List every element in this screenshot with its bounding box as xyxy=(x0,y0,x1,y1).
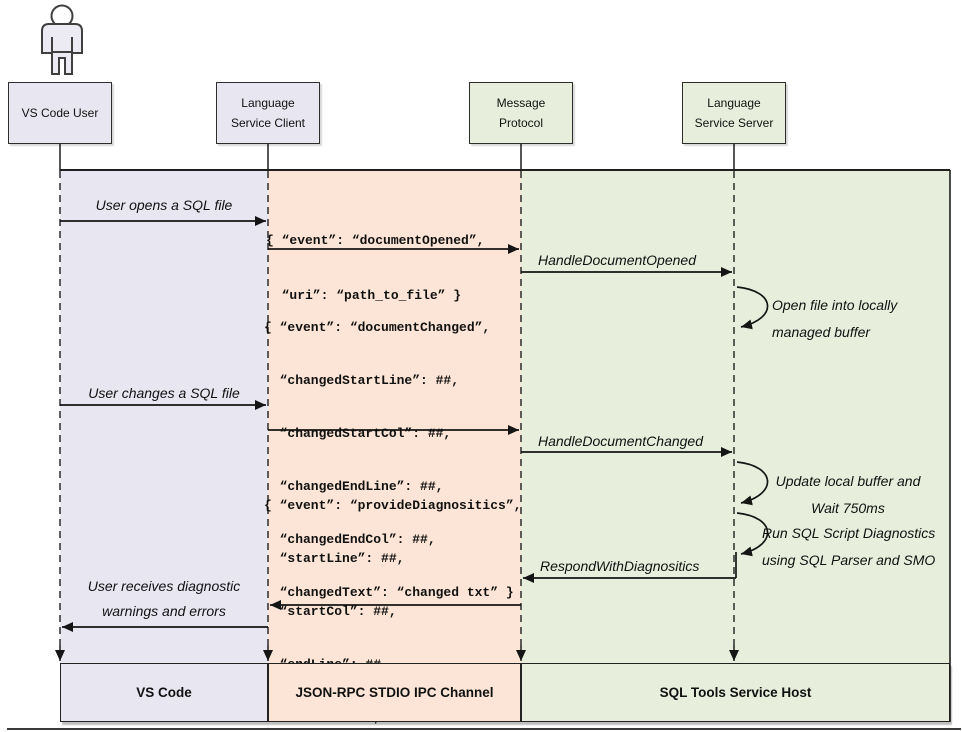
actor-box-language-service-server: Language Service Server xyxy=(682,82,786,144)
actor-label: Language xyxy=(241,95,295,110)
receive-line2: warnings and errors xyxy=(102,603,226,619)
footer-box-ipc-channel: JSON-RPC STDIO IPC Channel xyxy=(268,663,521,722)
self-loop-run-diagnostics xyxy=(736,512,769,557)
actor-label: Message xyxy=(496,95,546,110)
actor-label: Protocol xyxy=(498,115,544,130)
actor-box-vscode-user: VS Code User xyxy=(8,82,112,144)
message-label-handle-changed: HandleDocumentChanged xyxy=(538,433,703,449)
message-label-respond-diagnostics: RespondWithDiagnositics xyxy=(540,558,700,574)
footer-label: SQL Tools Service Host xyxy=(659,685,812,700)
self-loop-update-buffer xyxy=(736,461,769,506)
message-label-receive-diagnostics: User receives diagnostic warnings and er… xyxy=(60,574,268,624)
lane-vscode xyxy=(60,171,268,663)
actor-box-message-protocol: Message Protocol xyxy=(469,82,573,144)
note-update-buffer: Update local buffer and Wait 750ms xyxy=(775,473,921,516)
payload-document-changed: { “event”: “documentChanged”, “changedSt… xyxy=(264,320,514,600)
message-label-open-file: User opens a SQL file xyxy=(95,197,233,213)
lane-service-host xyxy=(521,171,950,663)
footer-box-service-host: SQL Tools Service Host xyxy=(521,663,950,722)
actor-label: Service Server xyxy=(694,115,774,130)
note-run-diagnostics: Run SQL Script Diagnostics using SQL Par… xyxy=(762,525,936,568)
actor-label: Service Client xyxy=(230,115,306,130)
footer-label: VS Code xyxy=(136,685,192,700)
message-label-handle-opened: HandleDocumentOpened xyxy=(538,252,696,268)
actor-box-language-service-client: Language Service Client xyxy=(216,82,320,144)
message-label-change-file: User changes a SQL file xyxy=(88,385,240,401)
actor-label: Language xyxy=(707,95,761,110)
user-actor-icon xyxy=(41,4,83,75)
lifelines xyxy=(55,144,739,661)
self-loop-open-buffer xyxy=(736,286,769,330)
footer-box-vscode: VS Code xyxy=(60,663,268,722)
footer-label: JSON-RPC STDIO IPC Channel xyxy=(295,685,494,700)
receive-line1: User receives diagnostic xyxy=(87,578,241,594)
note-open-buffer: Open file into locally managed buffer xyxy=(772,297,898,340)
lane-ipc-channel xyxy=(268,171,521,663)
payload-document-opened: { “event”: “documentOpened”, “uri”: “pat… xyxy=(266,233,485,303)
actor-label: VS Code User xyxy=(21,105,99,120)
